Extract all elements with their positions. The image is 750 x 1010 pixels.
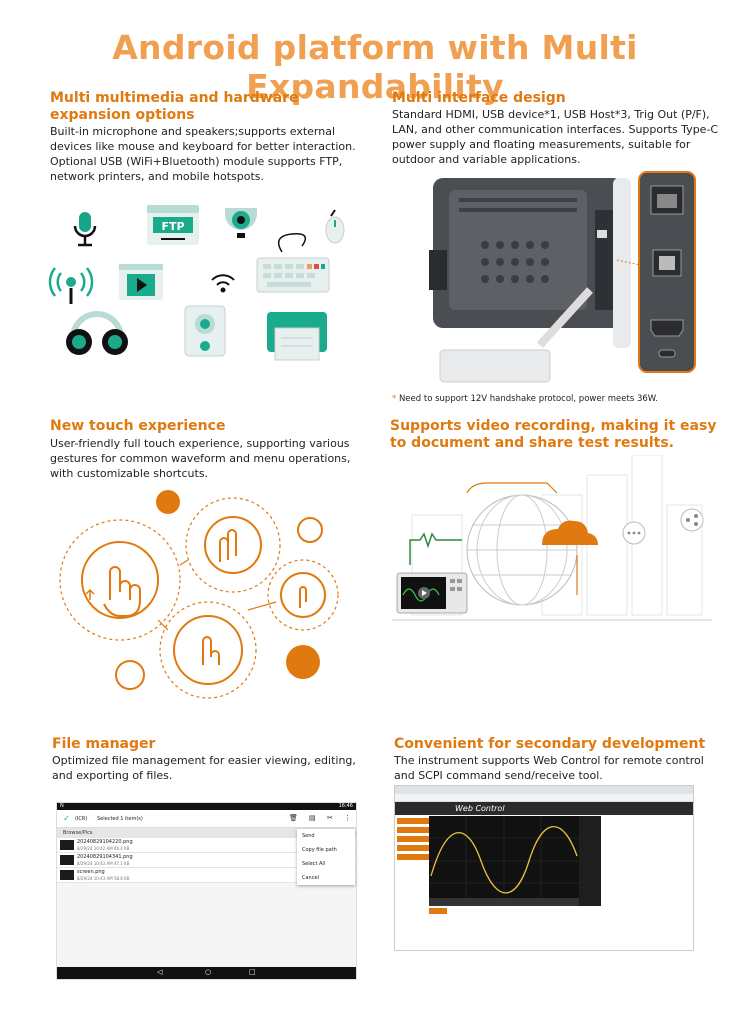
web-sidebar (397, 818, 429, 863)
video-heading: Supports video recording, making it easy… (390, 418, 717, 451)
file-name: 20240829104341.png (77, 854, 133, 860)
check-icon[interactable]: ✓ (63, 814, 70, 823)
web-waveform-screen (429, 816, 579, 906)
web-menu-item[interactable] (397, 818, 429, 824)
interface-body: Standard HDMI, USB device*1, USB Host*3,… (392, 108, 719, 166)
interface-heading: Multi interface design (392, 90, 566, 106)
browser-tabbar (395, 786, 693, 794)
menu-item[interactable]: Cancel (302, 875, 319, 881)
status-left: N (60, 803, 64, 809)
web-menu-item[interactable] (397, 854, 429, 860)
menu-item[interactable]: Send (302, 833, 315, 839)
thumbnail (60, 840, 74, 850)
nav-bar: ◁ ○ □ (57, 967, 356, 979)
file-name: screen.png (77, 869, 105, 875)
interface-note: * Need to support 12V handshake protocol… (392, 394, 722, 404)
speaker-icon (184, 305, 226, 357)
touch-heading: New touch experience (50, 418, 226, 434)
hotspot-icon (48, 267, 94, 304)
web-control-window: Web Control (394, 785, 694, 951)
browser-addressbar (395, 794, 693, 802)
note-text: Need to support 12V handshake protocol, … (398, 394, 658, 404)
web-menu-item[interactable] (397, 845, 429, 851)
multimedia-icons: FTP (48, 205, 345, 361)
status-time: 16:46 (338, 803, 353, 809)
touch-body: User-friendly full touch experience, sup… (50, 437, 351, 480)
wifi-icon (211, 274, 235, 293)
printer-icon (267, 312, 327, 361)
tab-label: (ICR) (75, 816, 88, 822)
more-icon[interactable]: ⋮ (344, 814, 351, 822)
files-heading: File manager (52, 736, 156, 752)
thumbnail (60, 855, 74, 865)
microphone-icon (73, 212, 97, 247)
menu-item[interactable]: Copy file path (302, 847, 337, 853)
device-rear-illustration (429, 171, 696, 383)
headphones-icon (66, 311, 128, 355)
page-title: Android platform with Multi Expandabilit… (112, 28, 638, 106)
video-recording-illustration (392, 455, 712, 621)
multimedia-body: Built-in microphone and speakers;support… (50, 125, 356, 183)
ftp-label: FTP (161, 220, 184, 233)
web-control-header: Web Control (395, 802, 693, 815)
file-meta: 8/29/24 10:43 AM 58.8 KB (77, 876, 130, 881)
copy-icon[interactable]: ▤ (309, 814, 316, 822)
breadcrumb: Browse/Pics (57, 828, 356, 838)
back-icon[interactable]: ◁ (157, 968, 163, 976)
thumbnail (60, 870, 74, 880)
webcam-icon (225, 208, 257, 238)
cut-icon[interactable]: ✂ (327, 814, 333, 822)
web-action-button[interactable] (429, 908, 447, 914)
web-menu-item[interactable] (397, 836, 429, 842)
delete-icon[interactable]: 🗑 (289, 814, 298, 822)
selected-count: Selected 1 item(s) (97, 816, 143, 822)
file-manager-window: N 16:46 ✓ (ICR) Selected 1 item(s) 🗑 ▤ ✂… (56, 802, 357, 980)
files-body: Optimized file management for easier vie… (52, 754, 356, 782)
file-meta: 8/29/24 10:42 AM 46.4 KB (77, 846, 130, 851)
gesture-illustration (59, 490, 339, 699)
ftp-icon: FTP (147, 205, 199, 245)
dev-heading: Convenient for secondary development (394, 736, 706, 752)
keyboard-icon (256, 233, 330, 293)
home-icon[interactable]: ○ (205, 968, 212, 976)
menu-item[interactable]: Select All (302, 861, 326, 867)
web-side-panel (579, 816, 601, 906)
multimedia-heading: Multi multimedia and hardware expansion … (50, 90, 299, 123)
dev-body: The instrument supports Web Control for … (394, 754, 704, 782)
action-bar: ✓ (ICR) Selected 1 item(s) 🗑 ▤ ✂ ⋮ (57, 810, 356, 828)
video-player-icon (119, 264, 163, 300)
mouse-icon (325, 209, 345, 244)
web-control-title: Web Control (455, 804, 505, 813)
file-name: 20240829104220.png (77, 839, 133, 845)
note-star: * (392, 394, 397, 404)
status-bar: N 16:46 (57, 803, 356, 810)
file-meta: 8/29/24 10:43 AM 47.1 KB (77, 861, 130, 866)
web-menu-item[interactable] (397, 827, 429, 833)
recents-icon[interactable]: □ (249, 968, 256, 976)
